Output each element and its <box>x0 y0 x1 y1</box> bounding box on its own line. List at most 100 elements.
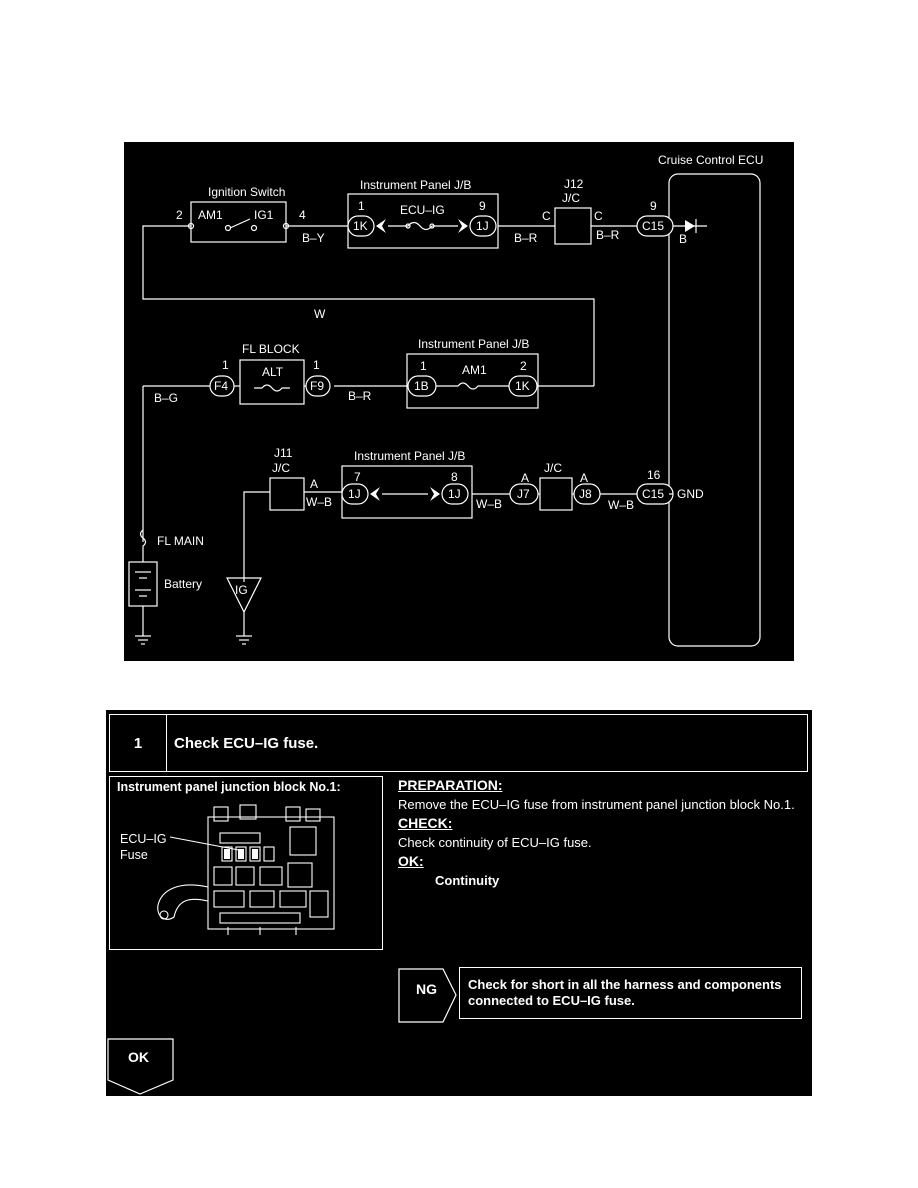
ig-ground <box>226 577 262 614</box>
svg-text:16: 16 <box>647 468 661 482</box>
svg-text:9: 9 <box>650 199 657 213</box>
j12-junction <box>554 207 592 245</box>
fl-block-label: FL BLOCK <box>242 342 300 356</box>
wire-br-1: B–R <box>514 231 538 245</box>
svg-text:1: 1 <box>358 199 365 213</box>
ok-arrow <box>107 1038 174 1095</box>
jb-top-title: Instrument Panel J/B <box>360 178 471 192</box>
svg-text:F4: F4 <box>214 379 228 393</box>
connector-f9 <box>305 375 331 397</box>
svg-text:1: 1 <box>313 358 320 372</box>
step-header: 1 Check ECU–IG fuse. <box>109 714 808 772</box>
jb-bot-title: Instrument Panel J/B <box>354 449 465 463</box>
svg-text:IG: IG <box>235 583 248 597</box>
svg-text:J11: J11 <box>274 446 293 460</box>
jb-top <box>347 193 499 249</box>
wire-w-label: W <box>314 307 326 321</box>
svg-text:1J: 1J <box>476 219 489 233</box>
svg-text:A: A <box>310 477 318 491</box>
svg-text:C: C <box>594 209 603 223</box>
wire-b: B <box>679 232 687 246</box>
ok-spec: Continuity <box>435 873 500 888</box>
wire-br-3: B–R <box>348 389 372 403</box>
fuse-alt-symbol <box>254 384 290 392</box>
connector-f4 <box>209 375 235 397</box>
ig-am1: AM1 <box>198 208 223 222</box>
ecu-title: Cruise Control ECU <box>658 153 763 167</box>
svg-text:C: C <box>542 209 551 223</box>
fuse-am1-symbol <box>436 382 509 390</box>
connector-1j-left <box>341 483 369 505</box>
ok-label: OK <box>128 1049 149 1065</box>
svg-text:J8: J8 <box>579 487 592 501</box>
junction-block-figure: Instrument panel junction block No.1: <box>109 776 383 950</box>
battery <box>128 561 158 607</box>
instructions: PREPARATION: Remove the ECU–IG fuse from… <box>398 776 810 890</box>
check-text: Check continuity of ECU–IG fuse. <box>398 835 592 850</box>
wiring-diagram: Cruise Control ECU Ignition Switch 2 AM1… <box>124 142 794 661</box>
jb-mid-title: Instrument Panel J/B <box>418 337 529 351</box>
svg-text:1: 1 <box>222 358 229 372</box>
step-number: 1 <box>110 715 167 771</box>
svg-text:AM1: AM1 <box>462 363 487 377</box>
svg-text:1K: 1K <box>515 379 530 393</box>
svg-text:A: A <box>521 471 529 485</box>
svg-text:FL MAIN: FL MAIN <box>157 534 204 548</box>
svg-text:C15: C15 <box>642 219 664 233</box>
svg-text:8: 8 <box>451 470 458 484</box>
connector-1j <box>469 215 497 237</box>
svg-text:9: 9 <box>479 199 486 213</box>
connector-c15-top <box>636 215 674 237</box>
ng-label: NG <box>416 981 437 997</box>
junction-block-illustration <box>157 804 335 935</box>
svg-text:Battery: Battery <box>164 577 202 591</box>
j11-junction <box>269 477 305 511</box>
gnd-label: GND <box>677 487 704 501</box>
ig-pin-left: 2 <box>176 208 183 222</box>
svg-text:ALT: ALT <box>262 365 284 379</box>
connector-1k <box>347 215 375 237</box>
ng-arrow <box>398 968 457 1023</box>
ig-pin-right: 4 <box>299 208 306 222</box>
wire-wb-2: W–B <box>476 497 502 511</box>
fuse-ecu-ig-symbol <box>388 221 458 231</box>
svg-text:1: 1 <box>420 359 427 373</box>
wire-wb-1: W–B <box>306 495 332 509</box>
svg-text:J7: J7 <box>517 487 530 501</box>
cruise-control-ecu <box>668 173 761 647</box>
jb-mid <box>406 353 539 409</box>
check-heading: CHECK: <box>398 815 453 831</box>
fl-block <box>239 359 305 405</box>
procedure-panel: 1 Check ECU–IG fuse. Instrument panel ju… <box>106 710 812 1096</box>
svg-text:J/C: J/C <box>272 461 290 475</box>
wire-wb-3: W–B <box>608 498 634 512</box>
svg-text:C15: C15 <box>642 487 664 501</box>
ig-ig1: IG1 <box>254 208 274 222</box>
svg-text:F9: F9 <box>310 379 324 393</box>
ignition-switch-label: Ignition Switch <box>208 185 285 199</box>
svg-text:J12: J12 <box>564 177 584 191</box>
preparation-text: Remove the ECU–IG fuse from instrument p… <box>398 797 795 812</box>
step-title: Check ECU–IG fuse. <box>174 734 319 752</box>
wire-w <box>142 225 595 382</box>
svg-text:J/C: J/C <box>544 461 562 475</box>
preparation-heading: PREPARATION: <box>398 777 503 793</box>
figure-caption: Instrument panel junction block No.1: <box>117 780 341 794</box>
diode-symbol <box>685 220 695 232</box>
jc-junction <box>539 477 573 511</box>
svg-text:A: A <box>580 471 588 485</box>
svg-text:1J: 1J <box>448 487 461 501</box>
ok-heading: OK: <box>398 853 424 869</box>
wire-bg: B–G <box>154 391 178 405</box>
svg-text:J/C: J/C <box>562 191 580 205</box>
wire-by: B–Y <box>302 231 325 245</box>
svg-text:1J: 1J <box>348 487 361 501</box>
svg-text:7: 7 <box>354 470 361 484</box>
wire-br-2: B–R <box>596 228 620 242</box>
svg-text:1K: 1K <box>353 219 368 233</box>
connector-1j-right <box>441 483 469 505</box>
ng-action-box: Check for short in all the harness and c… <box>459 967 802 1019</box>
svg-text:1B: 1B <box>414 379 429 393</box>
svg-text:ECU–IG: ECU–IG <box>400 203 445 217</box>
fuse-callout: ECU–IG Fuse <box>120 832 167 862</box>
